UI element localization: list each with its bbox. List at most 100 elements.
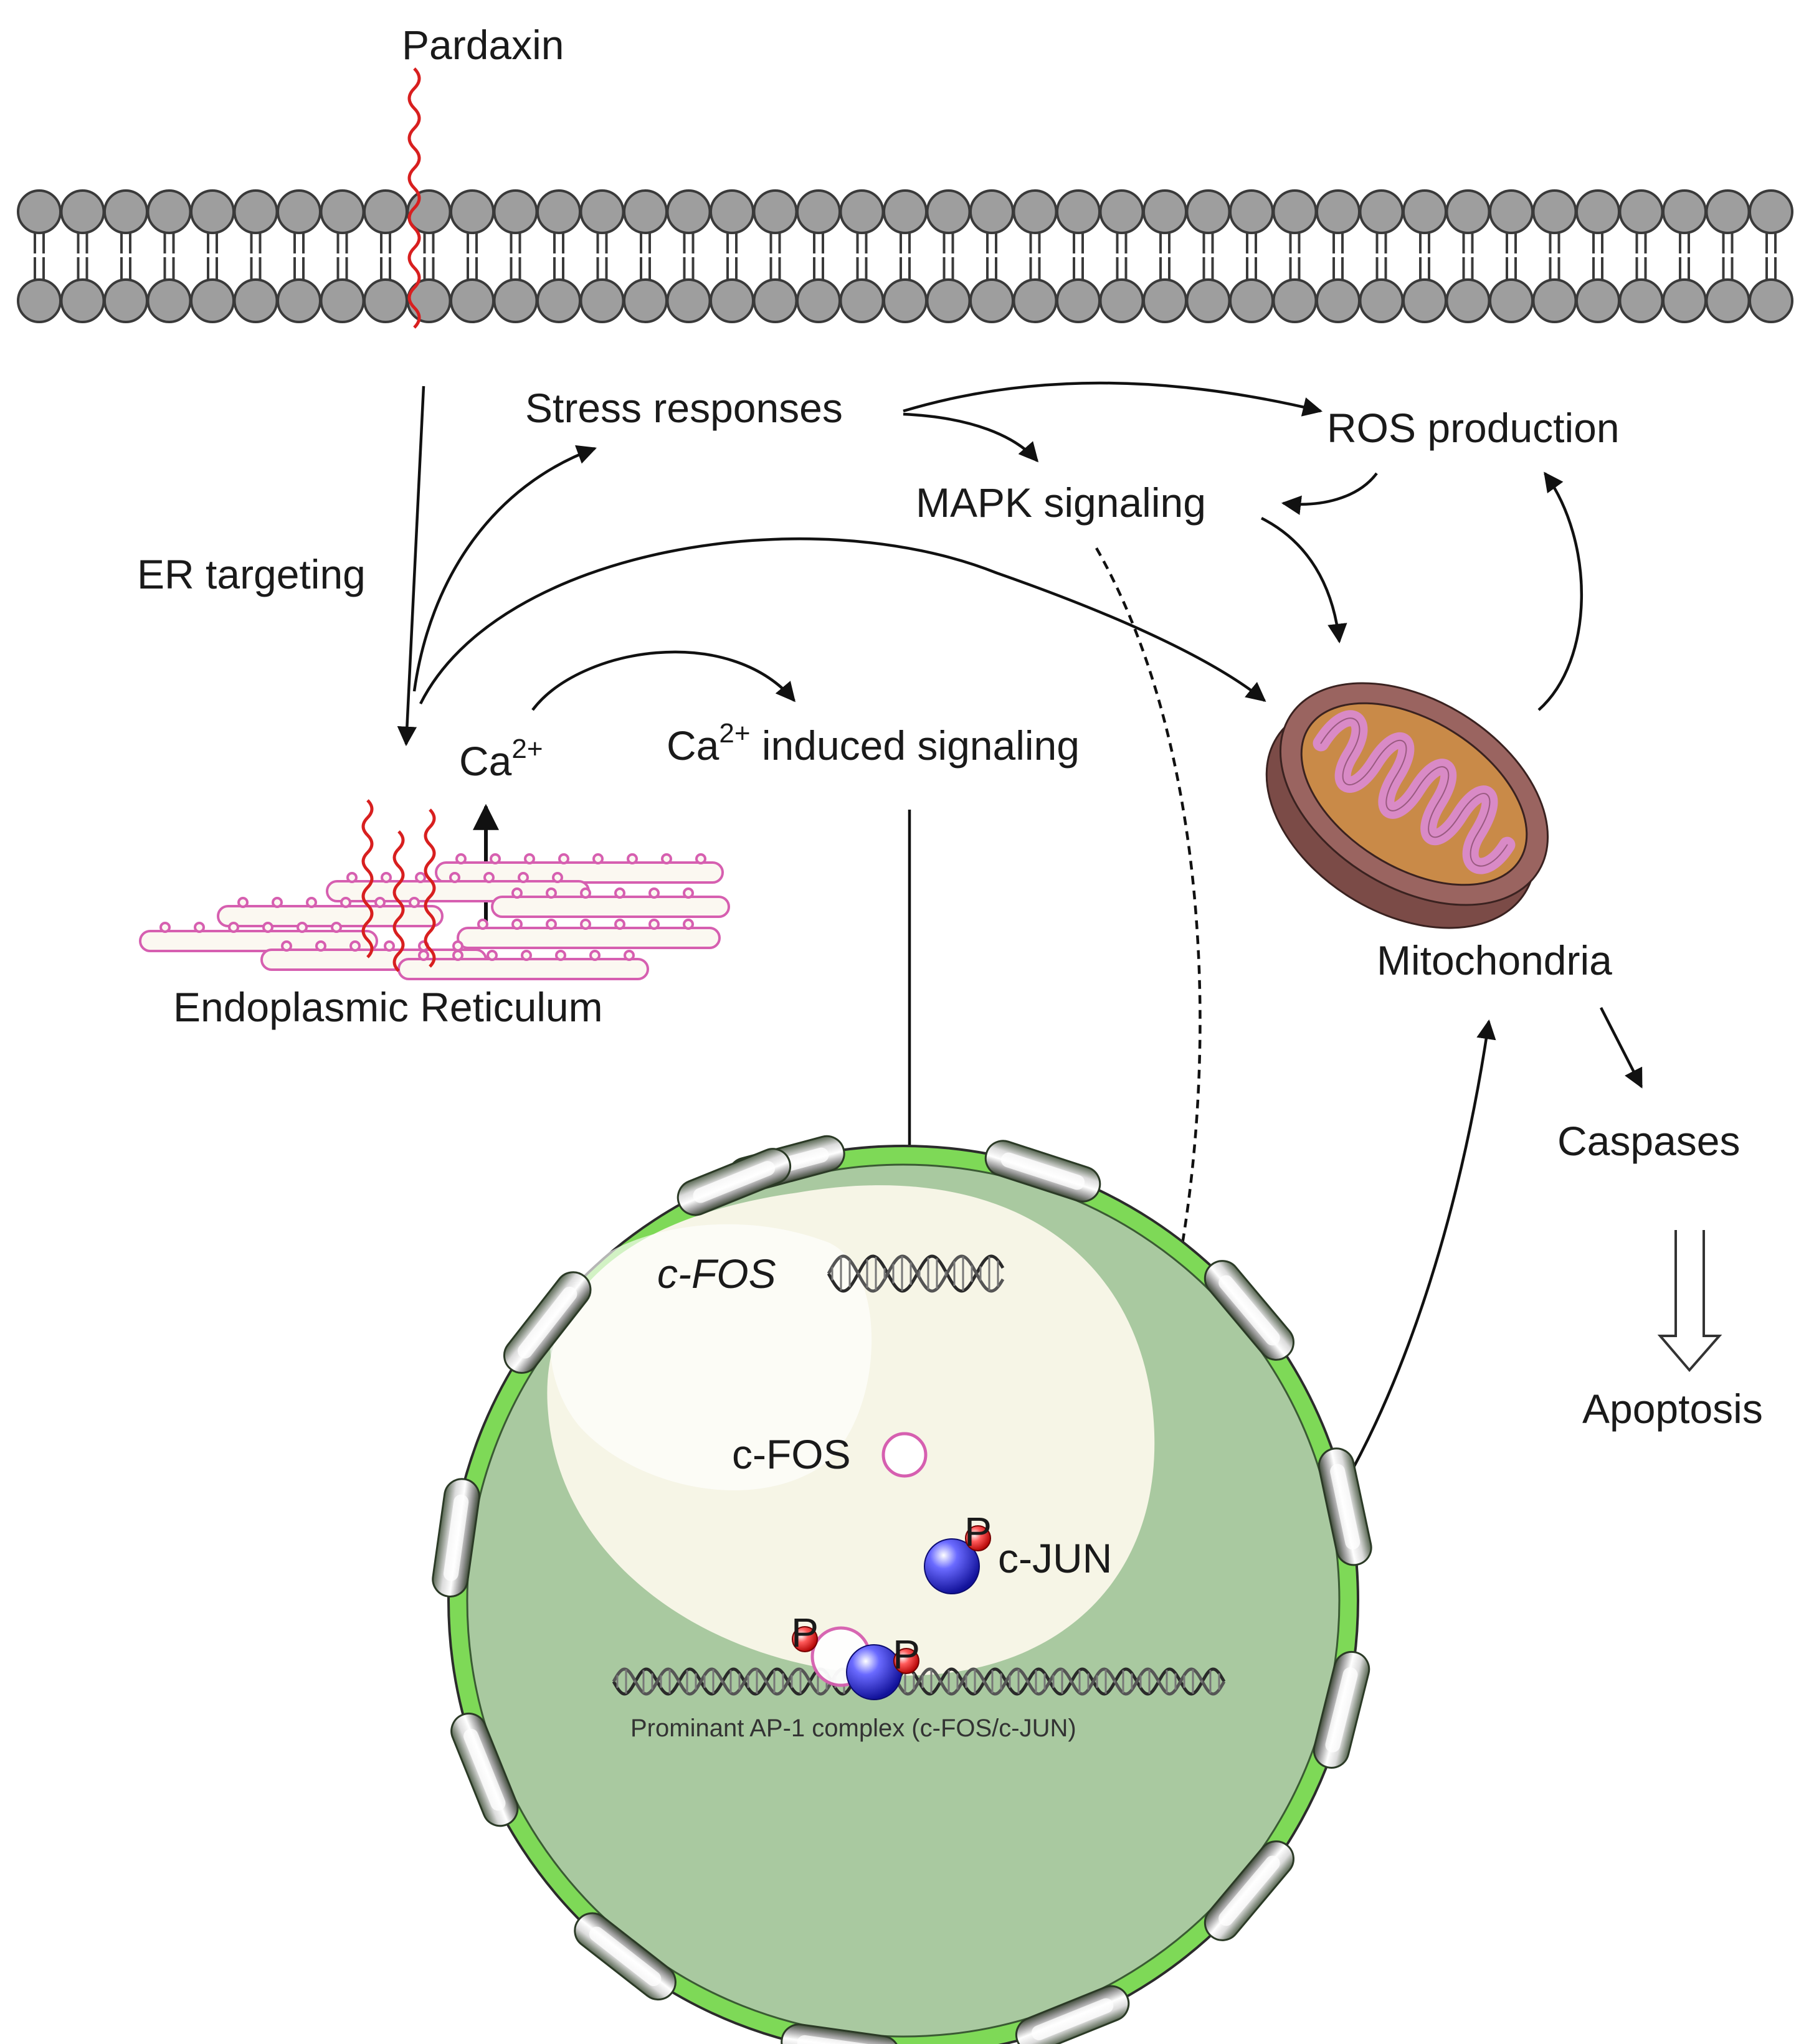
lipid-head (1489, 189, 1534, 234)
lipid-tail (941, 230, 956, 280)
lipid-head (1142, 189, 1187, 234)
ribosome-icon (627, 853, 638, 864)
ribosome-icon (555, 950, 566, 961)
lipid-tail (508, 230, 523, 280)
lipid-head (1532, 278, 1577, 323)
lipid-tail (1677, 230, 1692, 280)
ribosome-icon (648, 919, 660, 930)
ribosome-icon (648, 887, 660, 899)
lipid-tail (1027, 230, 1043, 280)
cfos-protein-label: c-FOS (732, 1431, 851, 1477)
er-cisterna (491, 887, 730, 918)
mapk-to-mito-arrow (1260, 516, 1347, 644)
lipid-tail (681, 230, 696, 280)
stress-to-mapk-arrow (903, 412, 1039, 463)
nuclear-pore (984, 1140, 1101, 1203)
lipid-head (1099, 278, 1144, 323)
lipid-head (103, 278, 148, 323)
stress-to-ros-arrow (903, 381, 1323, 417)
lipid-tail (75, 230, 90, 280)
phospho-label: P (964, 1508, 992, 1554)
lipid-head (60, 189, 105, 234)
er-cisterna (435, 853, 724, 884)
nuclear-pore (503, 1271, 592, 1374)
endoplasmic-reticulum (139, 853, 730, 980)
lipid-tail (205, 230, 220, 280)
nuclear-pore (781, 2023, 900, 2044)
lipid-head (233, 189, 278, 234)
lipid-head (579, 278, 625, 323)
er-cisterna (217, 897, 444, 927)
ribosome-icon (272, 897, 283, 908)
lipid-head (883, 278, 928, 323)
cell-membrane (17, 189, 1793, 323)
ribosome-icon (521, 950, 532, 961)
nuclear-pores (432, 1135, 1372, 2044)
lipid-head (1359, 278, 1404, 323)
stress-responses-label: Stress responses (525, 385, 843, 431)
lipid-head (969, 278, 1014, 323)
ribosome-icon (237, 897, 249, 908)
ribosome-icon (409, 897, 420, 908)
ribosome-icon (546, 887, 557, 899)
lipid-tail (1460, 230, 1476, 280)
lipid-head (1662, 278, 1707, 323)
calcium-base: Ca (459, 738, 512, 784)
ribosome-icon (580, 887, 591, 899)
ribosome-icon (546, 919, 557, 930)
ribosome-icon (614, 919, 625, 930)
ribosome-icon (346, 872, 358, 883)
nucleus (432, 1135, 1372, 2044)
lipid-tail (1287, 230, 1303, 280)
cjun-label: c-JUN (998, 1535, 1112, 1581)
lipid-head (190, 278, 235, 323)
lipid-head (1012, 189, 1058, 234)
ribosome-icon (418, 950, 429, 961)
mapk-signaling-label: MAPK signaling (916, 480, 1206, 526)
lipid-tail (1157, 230, 1172, 280)
cfos-gene-dna (827, 1254, 1005, 1293)
lipid-head (1099, 189, 1144, 234)
lipid-tail (551, 230, 566, 280)
lipid-head (1445, 278, 1491, 323)
lipid-tail (1633, 230, 1649, 280)
lipid-head (1056, 278, 1101, 323)
ribosome-icon (415, 872, 426, 883)
lipid-head (1229, 278, 1274, 323)
ap1-complex-icon: P P (791, 1609, 920, 1700)
ribosome-icon (381, 872, 392, 883)
lipid-tail (1200, 230, 1216, 280)
nuclear-pore (1313, 1650, 1370, 1769)
phospho-label: P (893, 1631, 920, 1677)
nuclear-pore (574, 1912, 677, 2001)
lipid-head (1316, 278, 1361, 323)
lipid-head (1532, 189, 1577, 234)
lipid-head (103, 189, 148, 234)
ribosome-icon (558, 853, 569, 864)
ribosome-icon (661, 853, 672, 864)
lipid-head (796, 189, 841, 234)
lipid-head (710, 278, 754, 323)
lipid-head (1618, 278, 1664, 323)
lipid-head (1056, 189, 1101, 234)
er-targeting-arrow (397, 386, 425, 747)
ribosome-icon (281, 940, 292, 952)
lipid-head (320, 189, 365, 234)
nuclear-pore (1204, 1260, 1294, 1361)
lipid-tail (811, 230, 826, 280)
lipid-tail (854, 230, 870, 280)
lipid-head (1749, 189, 1793, 234)
lipid-head (883, 189, 928, 234)
ribosome-icon (487, 950, 498, 961)
lipid-head (190, 189, 235, 234)
ribosome-icon (695, 853, 706, 864)
mapk-to-cjun-arrow (1095, 547, 1202, 1509)
ribosome-icon (331, 922, 342, 933)
lipid-head (1402, 278, 1447, 323)
ap1-dna (612, 1667, 1226, 1696)
lipid-head (17, 189, 62, 234)
nucleolus-shade (550, 1224, 872, 1490)
ribosome-icon (511, 887, 523, 899)
lipid-head (277, 189, 321, 234)
lipid-head (320, 278, 365, 323)
